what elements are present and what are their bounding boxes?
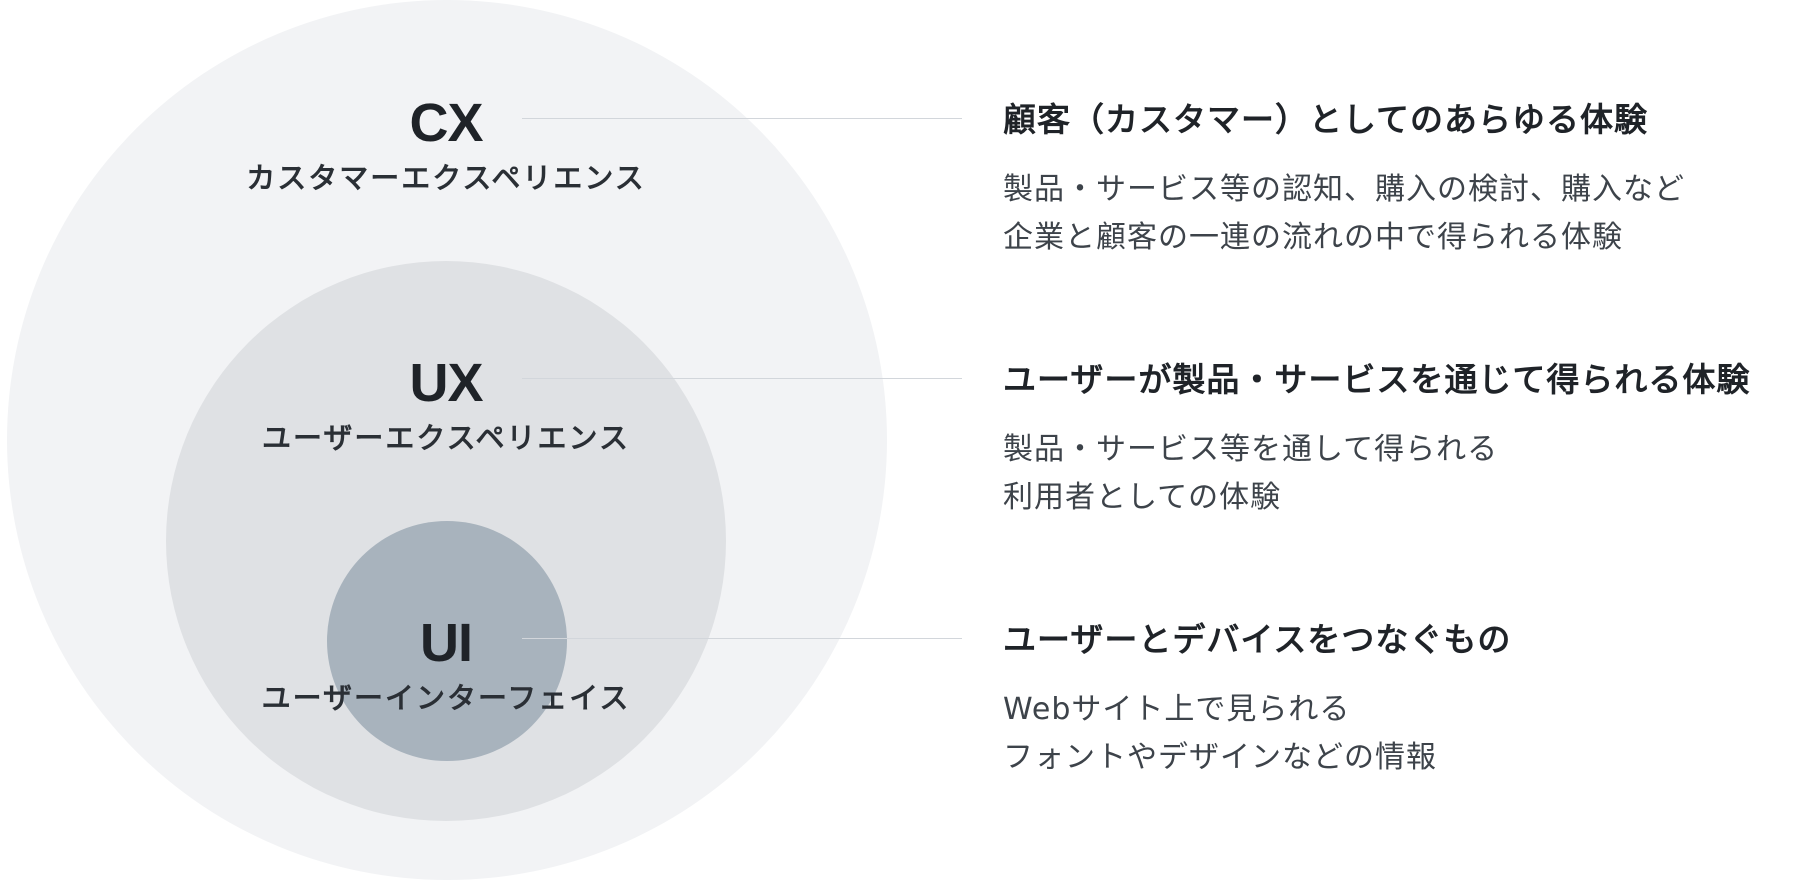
ux-body: 製品・サービス等を通して得られる 利用者としての体験	[1003, 426, 1793, 522]
cx-abbreviation: CX	[409, 93, 483, 153]
ux-label: UX ユーザーエクスペリエンス	[216, 356, 676, 454]
ux-heading: ユーザーが製品・サービスを通じて得られる体験	[1003, 360, 1751, 399]
cx-description: 顧客（カスタマー）としてのあらゆる体験 製品・サービス等の認知、購入の検討、購入…	[1003, 100, 1793, 262]
ui-body: Webサイト上で見られる フォントやデザインなどの情報	[1003, 686, 1793, 782]
ui-full-name: ユーザーインターフェイス	[261, 681, 631, 715]
ui-body-line: フォントやデザインなどの情報	[1003, 740, 1437, 775]
ux-full-name: ユーザーエクスペリエンス	[262, 421, 630, 455]
ui-connector-line	[522, 638, 962, 639]
cx-heading: 顧客（カスタマー）としてのあらゆる体験	[1003, 100, 1649, 139]
ui-body-line: Webサイト上で見られる	[1003, 692, 1351, 727]
ui-description: ユーザーとデバイスをつなぐもの Webサイト上で見られる フォントやデザインなど…	[1003, 620, 1793, 782]
ux-body-line: 利用者としての体験	[1003, 480, 1282, 515]
ux-description: ユーザーが製品・サービスを通じて得られる体験 製品・サービス等を通して得られる …	[1003, 360, 1793, 522]
cx-connector-line	[522, 118, 962, 119]
cx-body-line: 企業と顧客の一連の流れの中で得られる体験	[1003, 220, 1623, 255]
ux-connector-line	[522, 378, 962, 379]
cx-label: CX カスタマーエクスペリエンス	[216, 96, 676, 194]
ux-body-line: 製品・サービス等を通して得られる	[1003, 432, 1499, 467]
ui-abbreviation: UI	[420, 613, 473, 673]
cx-body: 製品・サービス等の認知、購入の検討、購入など 企業と顧客の一連の流れの中で得られ…	[1003, 166, 1793, 262]
ux-abbreviation: UX	[409, 353, 483, 413]
cx-full-name: カスタマーエクスペリエンス	[246, 161, 646, 195]
ui-label: UI ユーザーインターフェイス	[216, 616, 676, 714]
ui-circle	[327, 521, 567, 761]
ui-heading: ユーザーとデバイスをつなぐもの	[1003, 620, 1512, 659]
cx-body-line: 製品・サービス等の認知、購入の検討、購入など	[1003, 172, 1685, 207]
